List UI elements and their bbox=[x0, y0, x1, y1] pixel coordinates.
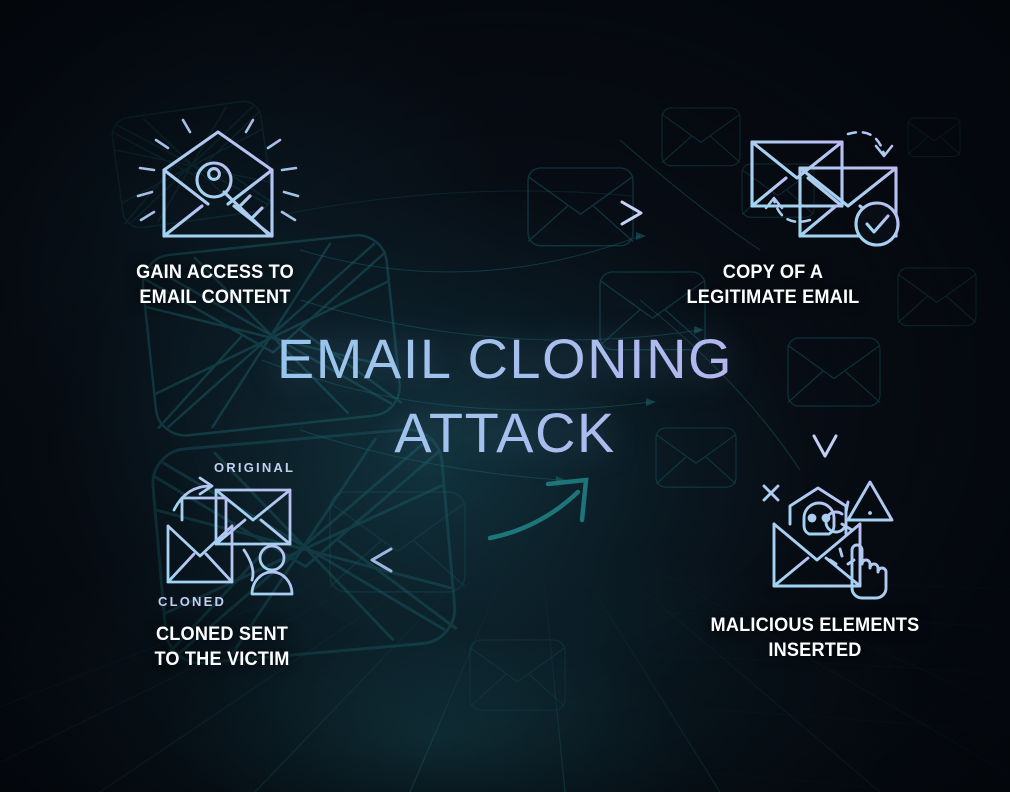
step-icon-copy-legitimate bbox=[744, 120, 914, 250]
icon-label-cloned: CLONED bbox=[158, 594, 226, 609]
step-label-cloned-sent: CLONED SENT TO THE VICTIM bbox=[154, 623, 290, 670]
arrow-bottom-left bbox=[370, 547, 638, 573]
page-title: EMAIL CLONING ATTACK bbox=[0, 322, 1010, 470]
icon-label-original: ORIGINAL bbox=[214, 460, 295, 475]
step-label-malicious-inserted: MALICIOUS ELEMENTS INSERTED bbox=[710, 614, 920, 661]
step-icon-gain-access bbox=[128, 110, 308, 250]
step-label-gain-access: GAIN ACCESS TO EMAIL CONTENT bbox=[136, 261, 294, 308]
step-label-copy-legitimate: COPY OF A LEGITIMATE EMAIL bbox=[686, 261, 860, 308]
step-icon-malicious-inserted bbox=[756, 472, 896, 600]
step-icon-cloned-sent: ORIGINAL CLONED bbox=[152, 458, 302, 610]
arrow-top-right bbox=[368, 200, 643, 226]
